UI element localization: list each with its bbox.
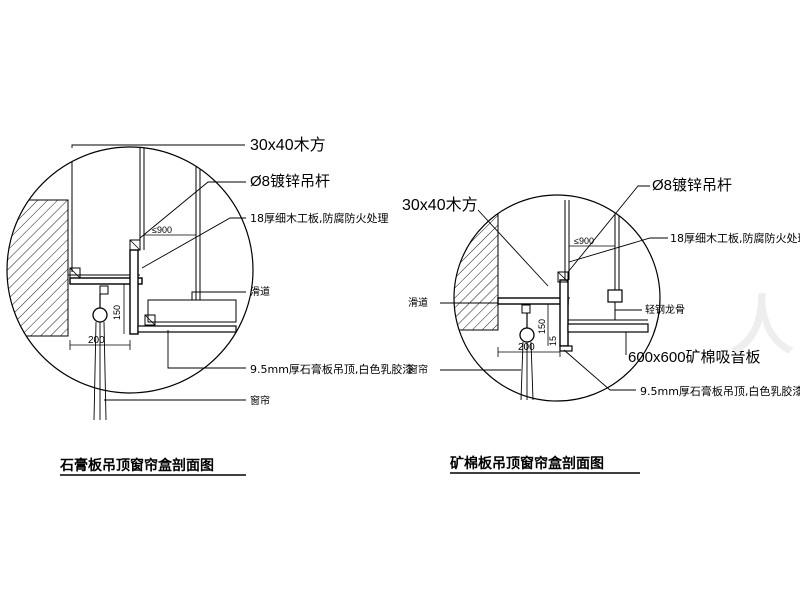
left-wood-block xyxy=(69,267,81,279)
left-leader-lines xyxy=(71,144,246,401)
left-label-curtain: 窗帘 xyxy=(250,394,270,407)
left-dim-width: 200 xyxy=(88,335,105,346)
right-dim-height: 150 xyxy=(537,319,547,334)
left-dim-spacing: ≤900 xyxy=(152,225,172,235)
right-label-track: 滑道 xyxy=(408,296,428,309)
right-label-plank: 18厚细木工板,防腐防火处理 xyxy=(670,231,800,245)
right-dim-small: 15 xyxy=(548,336,558,346)
left-wood-block xyxy=(129,239,141,251)
left-plank-side xyxy=(129,249,139,335)
left-curtain-hook xyxy=(92,307,108,323)
right-plank-side xyxy=(559,279,569,347)
right-dim-width: 200 xyxy=(518,342,535,353)
left-label-wood: 30x40木方 xyxy=(250,136,326,154)
left-label-plank: 18厚细木工板,防腐防火处理 xyxy=(250,211,389,225)
left-label-gypsum: 9.5mm厚石膏板吊顶,白色乳胶漆 xyxy=(250,362,413,376)
right-mineral-board xyxy=(567,323,649,333)
right-curtain-hook xyxy=(519,327,535,343)
right-label-gypsum: 9.5mm厚石膏板吊顶,白色乳胶漆 xyxy=(640,384,800,398)
right-label-board: 600x600矿棉吸音板 xyxy=(628,348,761,366)
right-label-wood: 30x40木方 xyxy=(402,196,478,214)
right-section-detail: 200 150 15 ≤900 30x40木方 Ø8镀锌吊杆 18厚细木工板,防… xyxy=(402,177,800,474)
left-section-detail: 200 150 ≤900 30x40木方 Ø8镀锌吊杆 18厚细木工板,防腐防火… xyxy=(6,136,413,476)
left-gypsum-ceiling xyxy=(137,325,237,333)
right-leader-lines xyxy=(440,185,668,391)
right-dim-spacing: ≤900 xyxy=(574,236,594,246)
left-title: 石膏板吊顶窗帘盒剖面图 xyxy=(59,457,214,474)
right-plank-top xyxy=(497,297,569,305)
left-label-rod: Ø8镀锌吊杆 xyxy=(250,173,330,190)
left-wood-block xyxy=(99,285,109,295)
right-wood-block xyxy=(557,271,569,283)
watermark-glyph: 人 xyxy=(730,290,794,364)
right-wall-hatch xyxy=(454,199,499,331)
left-dim-height: 150 xyxy=(112,305,122,320)
right-gypsum-strip xyxy=(559,345,573,352)
right-label-rod: Ø8镀锌吊杆 xyxy=(652,177,732,194)
left-plank-top xyxy=(69,277,143,285)
left-wall-hatch xyxy=(7,199,69,337)
right-title: 矿棉板吊顶窗帘盒剖面图 xyxy=(450,455,604,472)
left-label-track: 滑道 xyxy=(250,285,270,298)
right-label-keel: 轻钢龙骨 xyxy=(645,303,685,316)
left-ceiling-joist xyxy=(147,299,237,323)
right-steel-keel xyxy=(607,289,623,303)
right-label-curtain: 窗帘 xyxy=(408,363,428,376)
